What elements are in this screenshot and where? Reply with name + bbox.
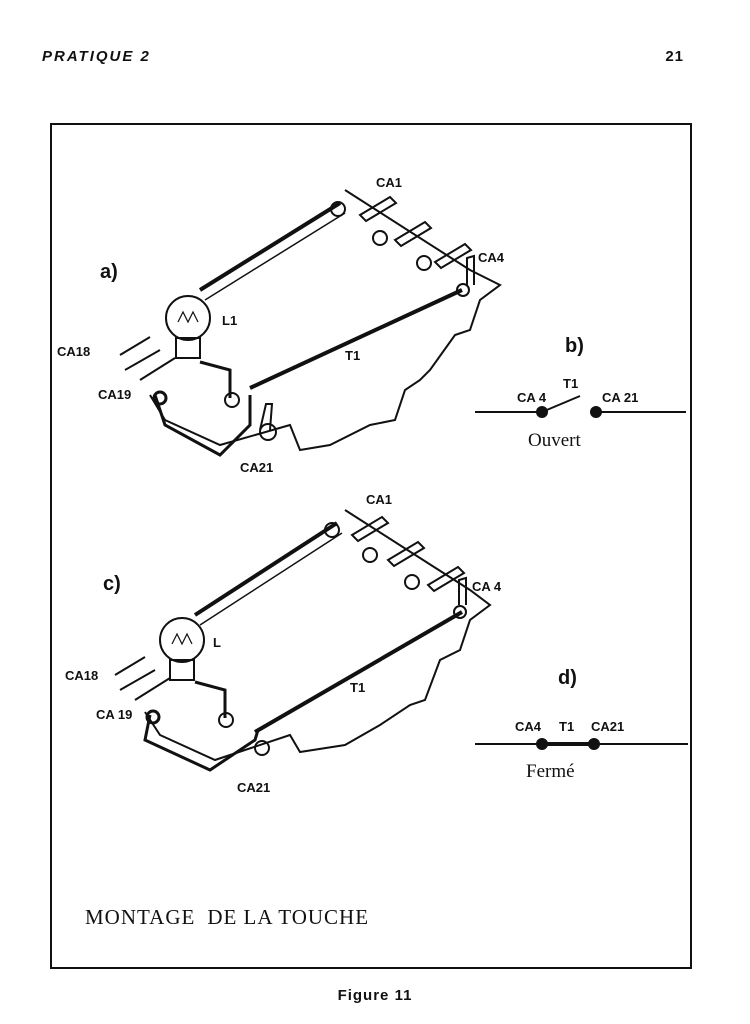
- panel-a-label-t1: T1: [345, 348, 360, 363]
- panel-c-label-ca1: CA1: [366, 492, 392, 507]
- panel-a-letter: a): [100, 261, 118, 283]
- panel-c-drawing: [114, 509, 492, 772]
- figure-frame: [50, 123, 692, 969]
- panel-d-schematic: [475, 738, 688, 750]
- page-number: 21: [665, 48, 684, 65]
- panel-a-label-ca4: CA4: [478, 250, 505, 265]
- panel-d-label-left: CA4: [515, 719, 542, 734]
- panel-a-label-ca21: CA21: [240, 460, 273, 475]
- panel-b-label-switch: T1: [563, 376, 578, 391]
- panel-b-label-right: CA 21: [602, 390, 638, 405]
- panel-c-label-ca21: CA21: [237, 780, 270, 795]
- panel-b-schematic: [475, 395, 686, 418]
- panel-c-label-t1: T1: [350, 680, 365, 695]
- panel-d-label-switch: T1: [559, 719, 574, 734]
- caption-word-montage: MONTAGE: [85, 905, 196, 929]
- panel-d-letter: d): [558, 667, 577, 689]
- panel-c-label-ca19: CA 19: [96, 707, 132, 722]
- panel-a-label-lamp: L1: [222, 313, 237, 328]
- figure-label: Figure 11: [337, 987, 413, 1004]
- panel-c-label-lamp: L: [213, 635, 221, 650]
- panel-b-label-left: CA 4: [517, 390, 547, 405]
- caption-rest: DE LA TOUCHE: [207, 905, 370, 929]
- panel-c-label-ca18: CA18: [65, 668, 98, 683]
- panel-c-letter: c): [103, 573, 121, 595]
- panel-d-label-right: CA21: [591, 719, 624, 734]
- panel-b-state: Ouvert: [528, 430, 581, 451]
- panel-a-label-ca1: CA1: [376, 175, 402, 190]
- panel-c-label-ca4: CA 4: [472, 579, 502, 594]
- panel-d-state: Fermé: [526, 761, 575, 782]
- figure-caption: MONTAGE DE LA TOUCHE: [85, 905, 381, 930]
- panel-a-label-ca19: CA19: [98, 387, 131, 402]
- running-header: PRATIQUE 2: [42, 48, 151, 65]
- panel-a-drawing: [119, 189, 502, 457]
- panel-a-label-ca18: CA18: [57, 344, 90, 359]
- panel-b-letter: b): [565, 335, 584, 357]
